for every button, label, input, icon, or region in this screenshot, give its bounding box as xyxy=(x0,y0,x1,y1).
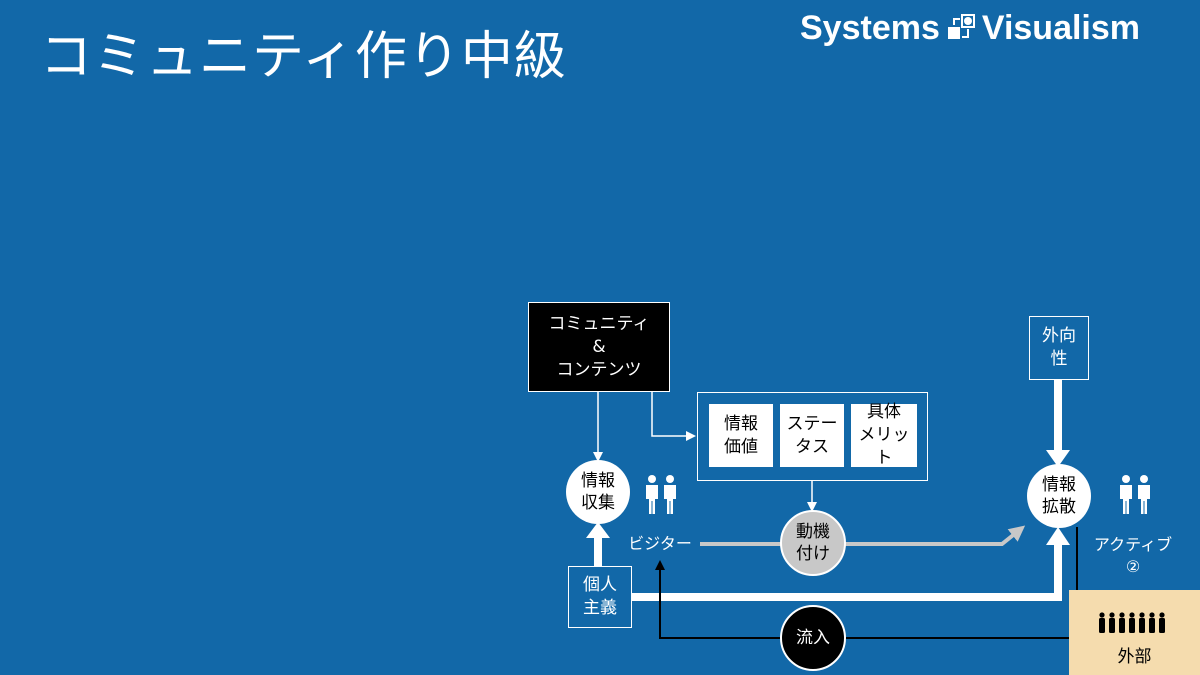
external-label: 外部 xyxy=(1117,647,1152,667)
value-label-merit: 具体 メリット xyxy=(858,402,910,468)
info-spread-node: 情報 拡散 xyxy=(1027,464,1091,528)
crowd-icon xyxy=(1099,612,1165,633)
logo-mark-icon xyxy=(947,14,975,39)
arrow-community-to-values xyxy=(651,392,696,441)
inflow-node: 流入 xyxy=(780,605,846,671)
active-label: アクティブ ② xyxy=(1093,535,1173,576)
logo-text-right: Visualism xyxy=(981,8,1141,47)
value-box-status: ステー タス xyxy=(780,404,844,467)
community-contents-label: コミュニティ & コンテンツ xyxy=(548,313,650,380)
motivation-node: 動機 付け xyxy=(780,510,846,576)
arrow-inflow-loop xyxy=(655,560,1069,639)
value-box-info: 情報 価値 xyxy=(709,404,773,467)
value-label-status: ステー タス xyxy=(786,413,838,457)
value-box-merit: 具体 メリット xyxy=(851,402,917,468)
visitor-label: ビジター xyxy=(628,534,692,553)
logo: Systems Visualism xyxy=(800,8,1140,48)
outward-label: 外向 性 xyxy=(1042,326,1076,369)
arrow-visitor-to-spread xyxy=(700,525,1026,546)
external-box: 外部 xyxy=(1069,590,1200,675)
individualism-box: 個人 主義 xyxy=(568,566,632,628)
individualism-label: 個人 主義 xyxy=(583,575,617,618)
outward-box: 外向 性 xyxy=(1029,316,1089,380)
values-container xyxy=(697,392,928,481)
people-pair-icon xyxy=(646,475,676,514)
people-pair-icon xyxy=(1120,475,1150,514)
value-label-info: 情報 価値 xyxy=(724,413,758,457)
logo-text-left: Systems xyxy=(800,8,940,47)
community-contents-box: コミュニティ & コンテンツ xyxy=(528,302,670,392)
slide-title: コミュニティ作り中級 xyxy=(40,27,567,87)
info-collect-node: 情報 収集 xyxy=(566,460,630,524)
arrow-individualism-to-spread xyxy=(632,540,1062,601)
